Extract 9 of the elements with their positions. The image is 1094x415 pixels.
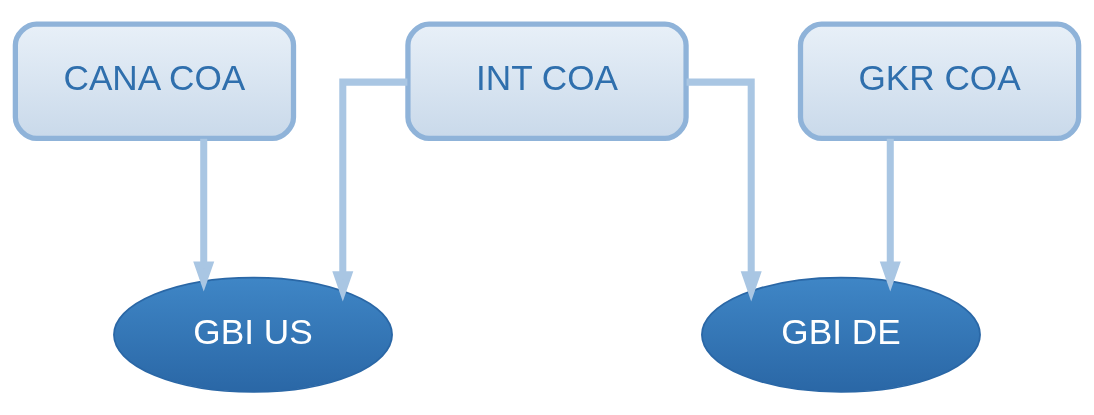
arrow [332,78,408,301]
node-box: INT COA [405,20,689,141]
arrow [193,138,215,292]
arrow [686,78,762,301]
node-ellipse: GBI US [113,276,393,393]
node-box: CANA COA [12,20,297,141]
arrow [879,138,901,292]
node-ellipse: GBI DE [701,276,981,393]
node-box: GKR COA [797,20,1082,141]
